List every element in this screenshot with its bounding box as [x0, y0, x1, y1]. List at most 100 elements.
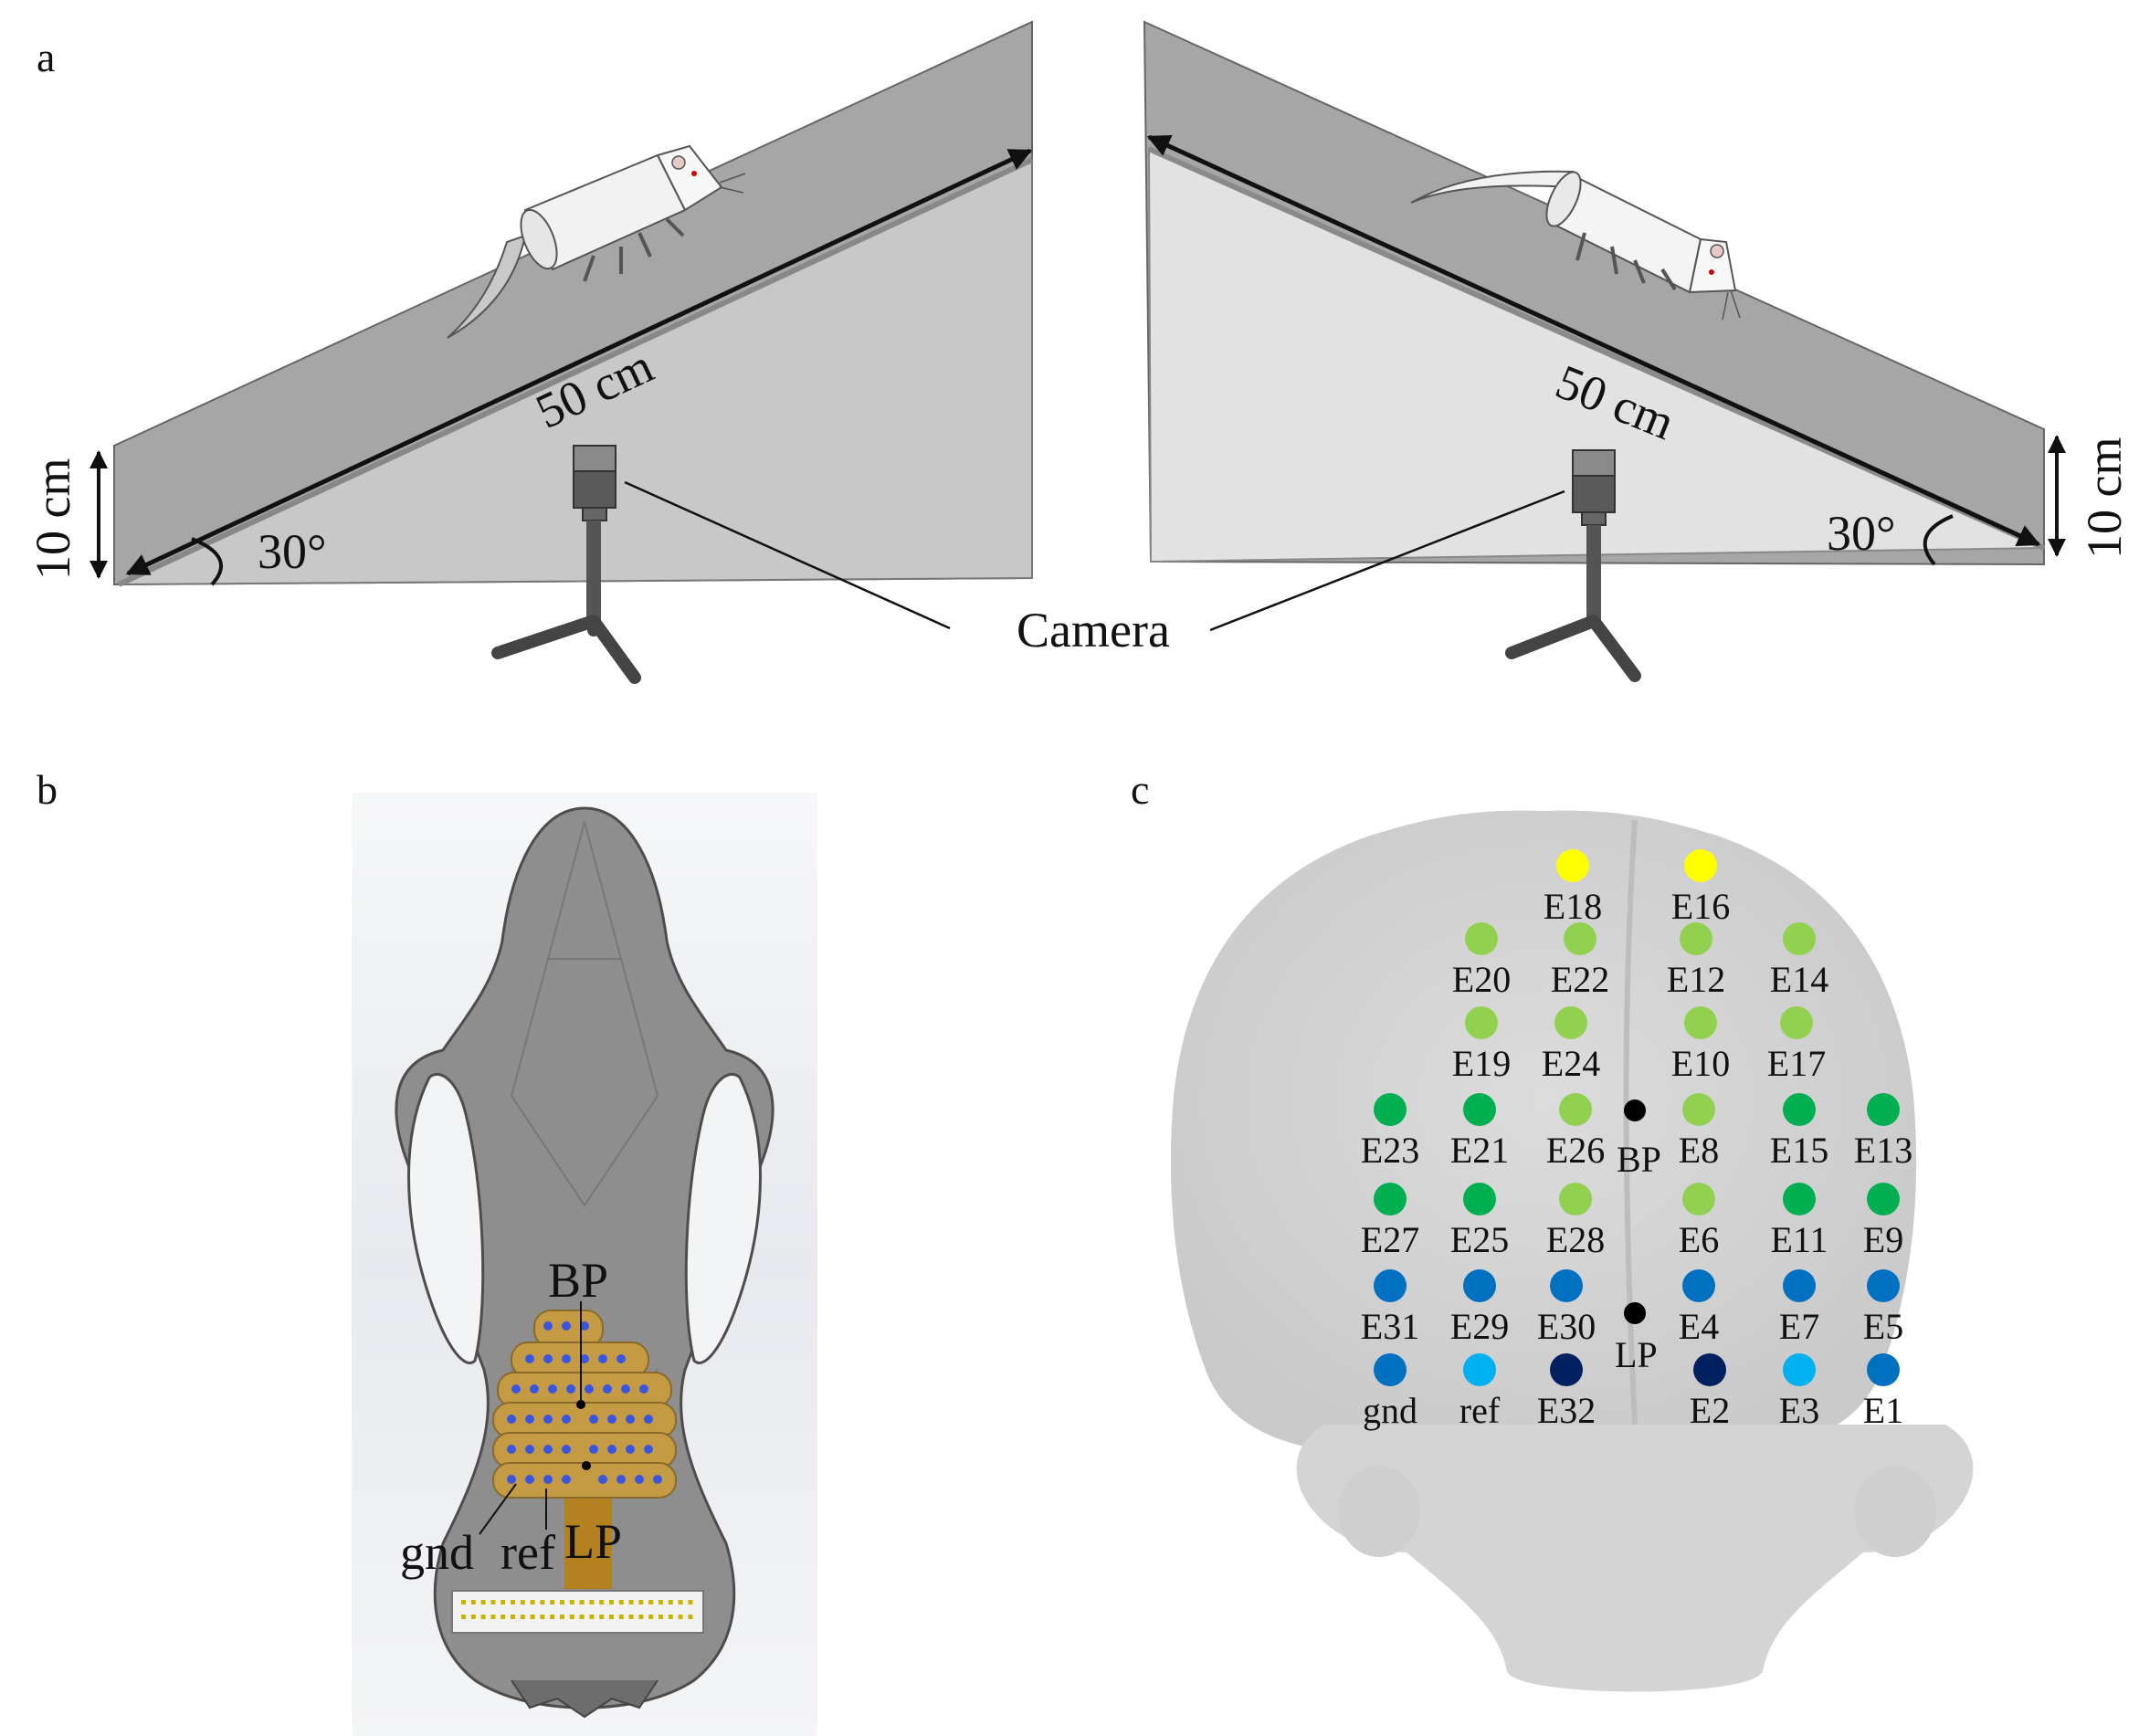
- array-contact: [562, 1321, 571, 1331]
- connector-pin: [550, 1600, 555, 1604]
- connector-pin: [560, 1600, 564, 1604]
- electrode-label-e3: E3: [1779, 1390, 1819, 1431]
- array-contact: [585, 1384, 594, 1394]
- connector-body: [451, 1590, 704, 1634]
- connector-pin: [688, 1615, 693, 1619]
- array-contact: [644, 1445, 653, 1454]
- skull-left-orbit: [407, 1072, 485, 1364]
- electrode-label-e1: E1: [1863, 1390, 1903, 1431]
- electrode-e17: [1780, 1006, 1813, 1039]
- electrode-e8: [1682, 1093, 1715, 1126]
- electrode-e11: [1783, 1183, 1816, 1215]
- connector-pin: [461, 1600, 466, 1604]
- connector-pin: [511, 1600, 515, 1604]
- array-contact: [607, 1445, 616, 1454]
- connector: [451, 1590, 704, 1634]
- electrode-label-e17: E17: [1767, 1043, 1826, 1084]
- connector-pin: [638, 1615, 644, 1619]
- electrode-e24: [1554, 1006, 1587, 1039]
- array-contact: [507, 1475, 516, 1484]
- electrode-label-e4: E4: [1679, 1306, 1719, 1347]
- array-contact: [525, 1354, 534, 1363]
- panel-b-label: b: [37, 766, 58, 813]
- connector-pin: [569, 1615, 574, 1619]
- connector-pin: [480, 1600, 486, 1604]
- connector-pin: [579, 1600, 585, 1604]
- connector-pin: [659, 1600, 663, 1604]
- electrode-e10: [1684, 1006, 1717, 1039]
- array-contact: [616, 1475, 626, 1484]
- electrode-label-gnd: gnd: [1363, 1390, 1417, 1431]
- array-contact: [589, 1415, 598, 1424]
- array-contact: [598, 1354, 607, 1363]
- left-angle-arc: [191, 537, 223, 586]
- electrode-label-e6: E6: [1679, 1219, 1719, 1260]
- array-contact: [562, 1415, 571, 1424]
- electrode-label-e8: E8: [1679, 1130, 1719, 1171]
- array-contact: [543, 1475, 553, 1484]
- electrode-label-e18: E18: [1544, 886, 1602, 927]
- electrode-label-ref: ref: [1459, 1390, 1501, 1431]
- connector-pin: [490, 1600, 496, 1604]
- c-bp-label: BP: [1617, 1139, 1661, 1180]
- electrode-e12: [1680, 922, 1712, 955]
- electrode-e15: [1783, 1093, 1816, 1126]
- connector-pin: [589, 1600, 595, 1604]
- electrode-label-e23: E23: [1361, 1130, 1419, 1171]
- brain-illustration: [1170, 810, 1974, 1692]
- connector-pin: [668, 1615, 673, 1619]
- electrode-label-e11: E11: [1771, 1219, 1828, 1260]
- electrode-e21: [1463, 1093, 1496, 1126]
- array-contact: [543, 1445, 553, 1454]
- connector-pin: [470, 1600, 476, 1604]
- b-gnd-label: gnd: [400, 1525, 474, 1580]
- left-rat-illustration: [447, 144, 746, 339]
- electrode-e30: [1550, 1269, 1583, 1302]
- electrode-e23: [1374, 1093, 1407, 1126]
- electrode-e7: [1783, 1269, 1816, 1302]
- array-contact: [639, 1384, 648, 1394]
- electrode-e2: [1693, 1353, 1726, 1386]
- electrode-label-e30: E30: [1537, 1306, 1596, 1347]
- connector-pin: [480, 1615, 486, 1619]
- connector-pin: [618, 1615, 624, 1619]
- electrode-e26: [1559, 1093, 1592, 1126]
- right-rat-rear: [1545, 171, 1582, 227]
- left-height-label: 10 cm: [26, 458, 80, 580]
- electrode-label-e28: E28: [1546, 1219, 1605, 1260]
- left-angle-label: 30°: [258, 524, 327, 579]
- left-ramp: 10 cm 50 cm 30°: [26, 20, 1034, 587]
- connector-pin: [520, 1600, 525, 1604]
- connector-pins: [461, 1600, 693, 1619]
- connector-pin: [569, 1600, 574, 1604]
- electrode-array-overlay: BP gnd ref LP: [400, 1253, 677, 1589]
- array-contact: [525, 1475, 534, 1484]
- array-contact: [507, 1415, 516, 1424]
- left-rat-legs: [583, 217, 685, 282]
- right-rat-legs: [1575, 232, 1677, 291]
- array-contact: [562, 1475, 571, 1484]
- array-contact: [603, 1384, 612, 1394]
- electrode-label-e15: E15: [1770, 1130, 1828, 1171]
- right-rat-ear: [1710, 244, 1724, 258]
- right-rat-eye: [1709, 269, 1714, 275]
- right-height-label: 10 cm: [2077, 437, 2132, 559]
- array-contact: [543, 1321, 553, 1331]
- connector-pin: [638, 1600, 644, 1604]
- connector-pin: [659, 1615, 663, 1619]
- array-contact: [530, 1384, 539, 1394]
- electrode-label-e29: E29: [1450, 1306, 1509, 1347]
- connector-pin: [470, 1615, 476, 1619]
- connector-pin: [609, 1600, 614, 1604]
- left-rat-eye: [691, 171, 697, 176]
- array-contact: [562, 1445, 571, 1454]
- b-bp-label: BP: [548, 1253, 608, 1308]
- right-ramp: 10 cm 50 cm 30°: [1143, 20, 2132, 566]
- electrode-e25: [1463, 1183, 1496, 1215]
- electrode-e19: [1465, 1006, 1498, 1039]
- array-contact: [543, 1415, 553, 1424]
- array-contact: [548, 1384, 557, 1394]
- electrode-e32: [1550, 1353, 1583, 1386]
- c-bp-marker: [1624, 1099, 1646, 1121]
